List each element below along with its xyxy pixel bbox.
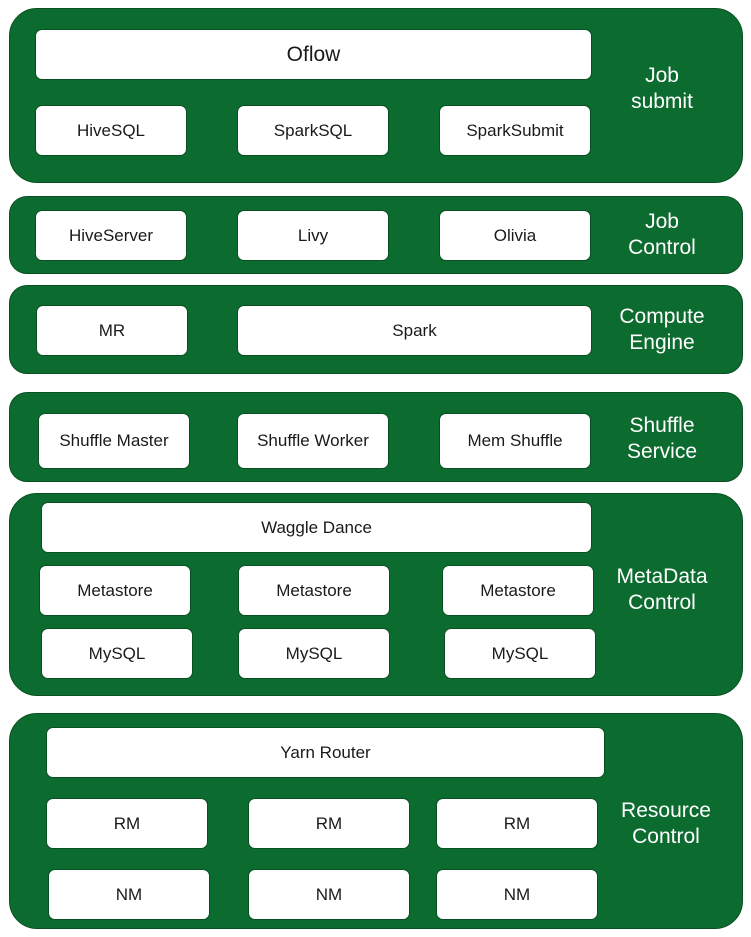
shuffle-service-label-line-1: Shuffle <box>629 414 695 437</box>
hiveserver-box: HiveServer <box>35 210 187 261</box>
shuffle-master-box: Shuffle Master <box>38 413 190 469</box>
mysql-box: MySQL <box>238 628 390 679</box>
compute-engine-label: Compute Engine <box>602 300 722 360</box>
metastore-box: Metastore <box>442 565 594 616</box>
rm-box: RM <box>46 798 208 849</box>
compute-engine-label-line-2: Engine <box>629 331 695 354</box>
resource-control-label-line-1: Resource <box>621 799 711 822</box>
metadata-control-label-line-2: Control <box>628 591 696 614</box>
mysql-box: MySQL <box>444 628 596 679</box>
metastore-box: Metastore <box>39 565 191 616</box>
sparksubmit-box: SparkSubmit <box>439 105 591 156</box>
resource-control-label-line-2: Control <box>632 825 700 848</box>
job-submit-label-line-1: Job <box>645 64 679 87</box>
sparksql-box: SparkSQL <box>237 105 389 156</box>
job-control-label-line-1: Job <box>645 210 679 233</box>
oflow-box: Oflow <box>35 29 592 80</box>
layer-metadata-control: Waggle Dance Metastore Metastore Metasto… <box>9 493 743 696</box>
layer-compute-engine: MR Spark Compute Engine <box>9 285 743 374</box>
shuffle-service-label: Shuffle Service <box>602 409 722 469</box>
job-submit-label: Job submit <box>602 59 722 119</box>
mr-box: MR <box>36 305 188 356</box>
layer-job-submit: Oflow HiveSQL SparkSQL SparkSubmit Job s… <box>9 8 743 183</box>
compute-engine-label-line-1: Compute <box>619 305 705 328</box>
hivesql-box: HiveSQL <box>35 105 187 156</box>
nm-box: NM <box>48 869 210 920</box>
waggle-dance-box: Waggle Dance <box>41 502 592 553</box>
shuffle-worker-box: Shuffle Worker <box>237 413 389 469</box>
resource-control-label: Resource Control <box>606 794 726 854</box>
job-submit-label-line-2: submit <box>631 90 693 113</box>
layer-job-control: HiveServer Livy Olivia Job Control <box>9 196 743 274</box>
metadata-control-label-line-1: MetaData <box>616 565 708 588</box>
olivia-box: Olivia <box>439 210 591 261</box>
mysql-box: MySQL <box>41 628 193 679</box>
yarn-router-box: Yarn Router <box>46 727 605 778</box>
layer-resource-control: Yarn Router RM RM RM NM NM NM Resource C… <box>9 713 743 929</box>
rm-box: RM <box>436 798 598 849</box>
nm-box: NM <box>436 869 598 920</box>
rm-box: RM <box>248 798 410 849</box>
nm-box: NM <box>248 869 410 920</box>
layer-shuffle-service: Shuffle Master Shuffle Worker Mem Shuffl… <box>9 392 743 482</box>
metastore-box: Metastore <box>238 565 390 616</box>
shuffle-service-label-line-2: Service <box>626 440 698 463</box>
livy-box: Livy <box>237 210 389 261</box>
job-control-label: Job Control <box>602 205 722 265</box>
job-control-label-line-2: Control <box>628 236 696 259</box>
spark-box: Spark <box>237 305 592 356</box>
metadata-control-label: MetaData Control <box>602 560 722 620</box>
mem-shuffle-box: Mem Shuffle <box>439 413 591 469</box>
